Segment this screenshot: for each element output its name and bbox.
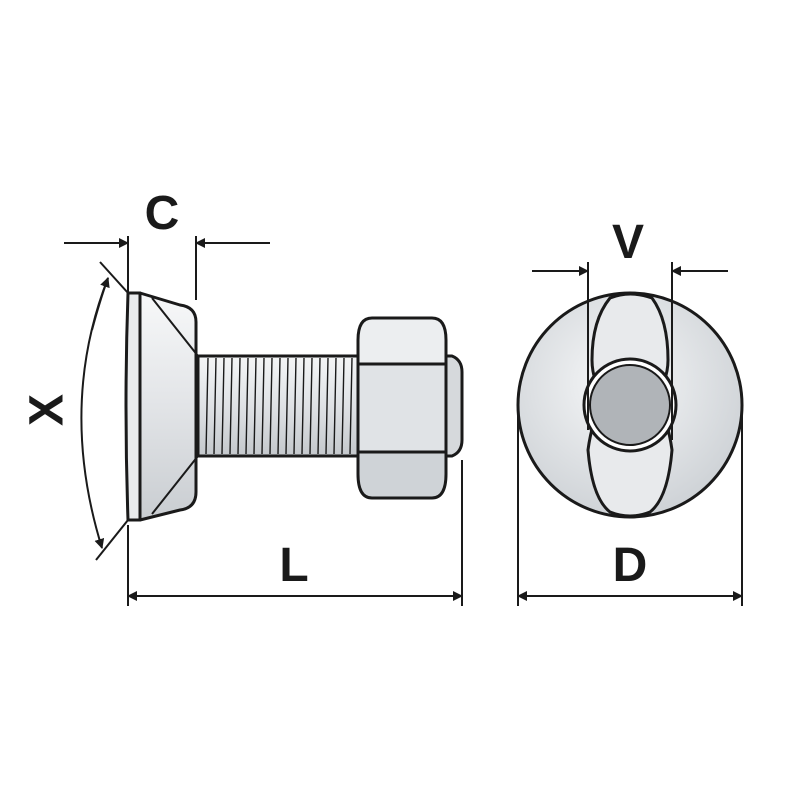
x-extension-top xyxy=(99,261,129,294)
label-c: C xyxy=(145,187,180,240)
label-x: X xyxy=(21,394,74,426)
shank-end-inner xyxy=(589,364,671,446)
bolt-head-cone xyxy=(138,291,198,522)
nut-top-flat xyxy=(356,316,448,366)
end-view-bolt xyxy=(516,291,744,519)
thread-lines xyxy=(205,357,353,455)
label-v: V xyxy=(612,216,644,269)
x-arc-start xyxy=(91,277,110,331)
hex-nut xyxy=(356,316,448,500)
side-view-bolt xyxy=(124,291,464,522)
label-l: L xyxy=(279,539,308,592)
x-extension-bottom xyxy=(95,519,129,561)
label-d: D xyxy=(613,539,648,592)
nut-bottom-flat xyxy=(356,450,448,500)
nut-middle-flat xyxy=(356,362,448,454)
bolt-head-face xyxy=(124,291,142,522)
dimension-lines xyxy=(64,236,743,606)
